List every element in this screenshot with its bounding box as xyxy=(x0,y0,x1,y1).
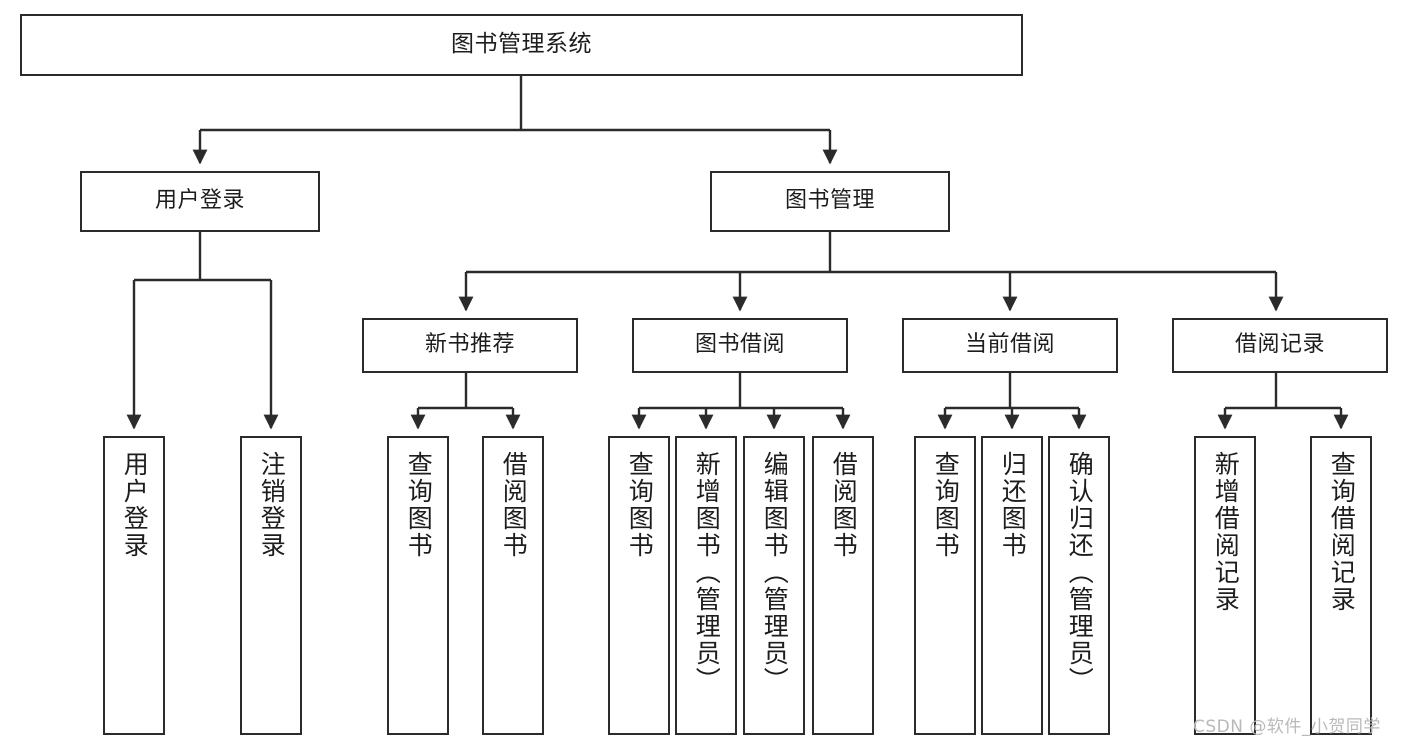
node-user-login-label: 用户登录 xyxy=(154,188,245,214)
node-leaf-query-book-current-label: 查询图书 xyxy=(931,451,961,559)
csdn-watermark: CSDN @软件_小贺同学 xyxy=(1193,717,1381,737)
node-leaf-query-borrow-record-label: 查询借阅记录 xyxy=(1327,451,1357,613)
node-leaf-edit-book-admin-label: 编辑图书（管理员） xyxy=(760,451,790,694)
node-leaf-confirm-return-admin-label: 确认归还（管理员） xyxy=(1065,451,1095,694)
node-book-management[interactable]: 图书管理 xyxy=(710,171,950,232)
node-current-borrow-label: 当前借阅 xyxy=(964,332,1055,358)
node-new-book-recommend[interactable]: 新书推荐 xyxy=(362,318,578,373)
node-leaf-query-book-borrow[interactable]: 查询图书 xyxy=(608,436,670,735)
node-leaf-add-borrow-record[interactable]: 新增借阅记录 xyxy=(1194,436,1256,735)
node-book-management-label: 图书管理 xyxy=(784,188,875,214)
node-leaf-user-login-label: 用户登录 xyxy=(120,451,150,559)
node-current-borrow[interactable]: 当前借阅 xyxy=(902,318,1118,373)
node-leaf-query-book-borrow-label: 查询图书 xyxy=(625,451,655,559)
node-leaf-borrow-book-label: 借阅图书 xyxy=(829,451,859,559)
node-leaf-edit-book-admin[interactable]: 编辑图书（管理员） xyxy=(743,436,805,735)
node-leaf-return-book-label: 归还图书 xyxy=(998,451,1028,559)
node-book-borrow-label: 图书借阅 xyxy=(694,332,785,358)
node-leaf-add-borrow-record-label: 新增借阅记录 xyxy=(1211,451,1241,613)
node-leaf-borrow-book[interactable]: 借阅图书 xyxy=(812,436,874,735)
node-leaf-logout[interactable]: 注销登录 xyxy=(240,436,302,735)
node-root-label: 图书管理系统 xyxy=(451,31,592,58)
node-leaf-confirm-return-admin[interactable]: 确认归还（管理员） xyxy=(1048,436,1110,735)
node-borrow-records-label: 借阅记录 xyxy=(1234,332,1325,358)
node-leaf-query-borrow-record[interactable]: 查询借阅记录 xyxy=(1310,436,1372,735)
node-user-login[interactable]: 用户登录 xyxy=(80,171,320,232)
node-leaf-add-book-admin-label: 新增图书（管理员） xyxy=(692,451,722,694)
node-leaf-query-book-newbook[interactable]: 查询图书 xyxy=(387,436,449,735)
node-leaf-user-login[interactable]: 用户登录 xyxy=(103,436,165,735)
node-leaf-query-book-newbook-label: 查询图书 xyxy=(404,451,434,559)
node-new-book-recommend-label: 新书推荐 xyxy=(424,332,515,358)
node-leaf-borrow-book-newbook-label: 借阅图书 xyxy=(499,451,529,559)
node-borrow-records[interactable]: 借阅记录 xyxy=(1172,318,1388,373)
node-leaf-add-book-admin[interactable]: 新增图书（管理员） xyxy=(675,436,737,735)
node-leaf-logout-label: 注销登录 xyxy=(257,451,287,559)
node-leaf-return-book[interactable]: 归还图书 xyxy=(981,436,1043,735)
node-leaf-query-book-current[interactable]: 查询图书 xyxy=(914,436,976,735)
node-leaf-borrow-book-newbook[interactable]: 借阅图书 xyxy=(482,436,544,735)
node-root[interactable]: 图书管理系统 xyxy=(20,14,1023,76)
node-book-borrow[interactable]: 图书借阅 xyxy=(632,318,848,373)
